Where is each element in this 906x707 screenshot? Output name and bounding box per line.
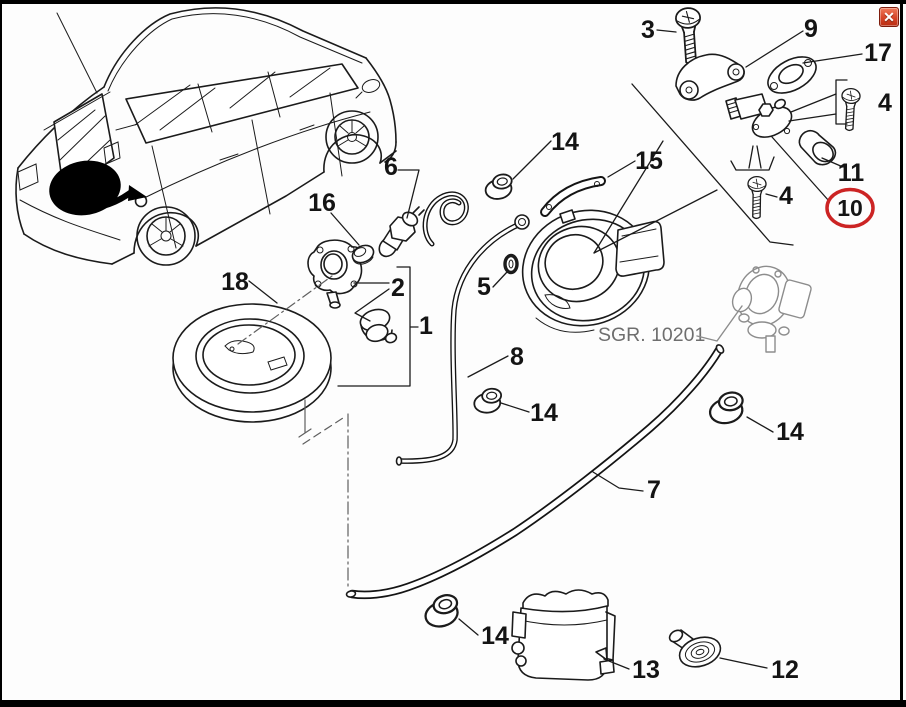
callout-14-right[interactable]: 14 — [776, 418, 804, 446]
part-fitting-6 — [378, 191, 469, 258]
callout-3[interactable]: 3 — [641, 16, 655, 44]
callout-9[interactable]: 9 — [804, 15, 818, 43]
callout-18[interactable]: 18 — [221, 268, 249, 296]
callout-10: 10 — [837, 195, 863, 221]
callout-13[interactable]: 13 — [632, 656, 660, 684]
location-arrow-icon — [100, 185, 147, 209]
callout-1[interactable]: 1 — [419, 312, 433, 340]
part-grommet-14-mid — [472, 387, 504, 415]
part-valve-10 — [725, 93, 837, 171]
part-grommet-14-top — [482, 172, 516, 202]
callout-4-lower[interactable]: 4 — [779, 182, 793, 210]
callout-4-upper[interactable]: 4 — [878, 89, 892, 117]
bracket-4-upper — [835, 79, 848, 125]
part-bracket-9 — [675, 53, 745, 101]
centerlines — [237, 275, 349, 588]
part-cap-11 — [798, 129, 837, 166]
part-screw-4-lower — [746, 175, 767, 220]
part-ring-5 — [503, 253, 519, 275]
callout-6[interactable]: 6 — [384, 153, 398, 181]
callout-7[interactable]: 7 — [647, 476, 661, 504]
part-strap-15 — [540, 176, 606, 217]
front-wheel — [325, 110, 379, 164]
group-reference[interactable]: SGR. 10201 — [598, 305, 743, 346]
close-icon: ✕ — [883, 9, 895, 25]
part-grommet-14-right — [706, 389, 748, 427]
callout-16[interactable]: 16 — [308, 189, 336, 217]
callout-5[interactable]: 5 — [477, 273, 491, 301]
frame-border-left — [0, 0, 2, 707]
callout-14-top[interactable]: 14 — [551, 128, 579, 156]
close-button[interactable]: ✕ — [879, 7, 899, 27]
part-sgr-assembly — [731, 265, 812, 353]
callout-8[interactable]: 8 — [510, 343, 524, 371]
frame-border-bottom — [0, 700, 906, 707]
frame-border-right — [900, 0, 903, 707]
location-highlight-blob — [49, 160, 121, 216]
frame-border-top — [0, 0, 906, 4]
leader-lines-long — [593, 83, 794, 254]
part-hose-7 — [345, 344, 725, 600]
callout-14-bottom[interactable]: 14 — [481, 622, 509, 650]
group-reference-label: SGR. 10201 — [598, 324, 705, 346]
part-filler-housing — [521, 209, 665, 333]
part-cap-16 — [351, 244, 375, 265]
part-hose-8 — [395, 214, 530, 466]
bracket-1 — [337, 266, 419, 387]
callout-12[interactable]: 12 — [771, 656, 799, 684]
callout-2[interactable]: 2 — [391, 274, 405, 302]
vehicle-location-illustration — [15, 7, 397, 266]
callout-11[interactable]: 11 — [838, 159, 865, 187]
part-fuel-tank-1 — [172, 303, 332, 423]
group-reference-leader — [696, 305, 743, 342]
part-sender-2b — [359, 308, 398, 344]
callout-14-mid[interactable]: 14 — [530, 399, 558, 427]
callout-17[interactable]: 17 — [864, 39, 892, 67]
callout-10-selected[interactable]: 10 — [825, 187, 875, 229]
callout-15[interactable]: 15 — [635, 147, 663, 175]
callout-leaders — [248, 29, 863, 670]
part-gasket-17 — [767, 56, 817, 94]
part-canister-13 — [511, 589, 616, 681]
part-flange-2 — [307, 239, 363, 309]
part-grommet-14-bottom — [420, 591, 464, 632]
rear-wheel — [136, 206, 196, 266]
selected-callout-ring — [825, 187, 875, 229]
part-clip-12 — [668, 629, 722, 668]
